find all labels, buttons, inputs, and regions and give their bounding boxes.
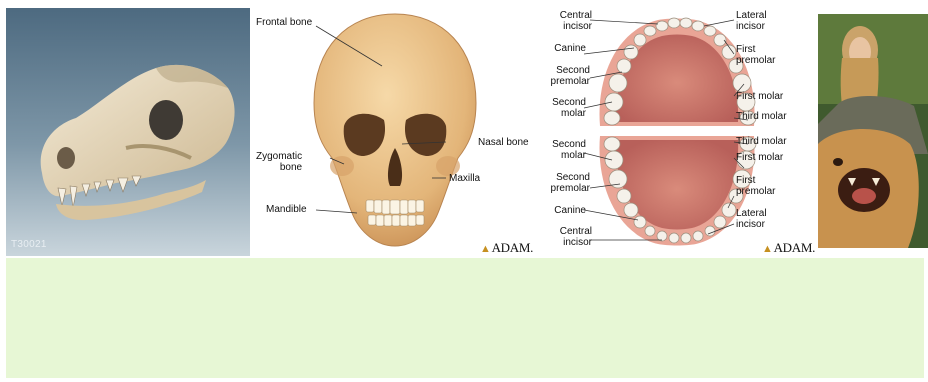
label-upper-central-line2: incisor xyxy=(546,21,592,32)
label-zygomatic: Zygomatic bone xyxy=(256,151,302,173)
label-lower-lateral-line2: incisor xyxy=(736,219,767,230)
label-lower-second-premolar-line2: premolar xyxy=(542,183,590,194)
label-upper-first-premolar-line1: First xyxy=(736,44,775,55)
adam-credit-teeth-text: ADAM. xyxy=(774,240,815,255)
adam-logo-icon: ▲ xyxy=(762,243,773,255)
bottom-background-area xyxy=(6,258,924,378)
woman-with-lion-photo xyxy=(818,14,928,248)
label-zygomatic-line2: bone xyxy=(256,162,302,173)
label-upper-third-molar: Third molar xyxy=(736,111,787,122)
label-upper-lateral-incisor: Lateral incisor xyxy=(736,10,767,32)
label-lower-central-incisor: Central incisor xyxy=(546,226,592,248)
label-upper-lateral-line1: Lateral xyxy=(736,10,767,21)
label-upper-second-premolar-line1: Second xyxy=(542,65,590,76)
label-mandible: Mandible xyxy=(266,204,307,215)
label-lower-second-premolar: Second premolar xyxy=(542,172,590,194)
label-lower-central-line2: incisor xyxy=(546,237,592,248)
label-upper-first-premolar: First premolar xyxy=(736,44,775,66)
human-skull-diagram: Frontal bone Nasal bone Zygomatic bone M… xyxy=(252,8,536,256)
label-lower-third-molar: Third molar xyxy=(736,136,787,147)
adam-credit-teeth: ▲ADAM. xyxy=(762,240,815,256)
label-upper-second-molar: Second molar xyxy=(542,97,586,119)
label-upper-second-premolar-line2: premolar xyxy=(542,76,590,87)
adam-logo-icon: ▲ xyxy=(480,243,491,255)
label-upper-second-molar-line1: Second xyxy=(542,97,586,108)
teeth-diagram: Central incisor Canine Second premolar S… xyxy=(538,8,818,256)
label-lower-second-molar: Second molar xyxy=(542,139,586,161)
label-upper-first-premolar-line2: premolar xyxy=(736,55,775,66)
label-lower-first-molar: First molar xyxy=(736,152,783,163)
label-maxilla: Maxilla xyxy=(449,173,480,184)
label-lower-second-premolar-line1: Second xyxy=(542,172,590,183)
label-lower-second-molar-line1: Second xyxy=(542,139,586,150)
label-lower-first-premolar: First premolar xyxy=(736,175,775,197)
label-lower-central-line1: Central xyxy=(546,226,592,237)
label-upper-first-molar: First molar xyxy=(736,91,783,102)
label-lower-lateral-incisor: Lateral incisor xyxy=(736,208,767,230)
label-lower-second-molar-line2: molar xyxy=(542,150,586,161)
label-upper-canine: Canine xyxy=(546,43,586,54)
label-nasal-bone: Nasal bone xyxy=(478,137,529,148)
label-lower-first-premolar-line1: First xyxy=(736,175,775,186)
specimen-id: T30021 xyxy=(11,239,47,250)
label-lower-first-premolar-line2: premolar xyxy=(736,186,775,197)
adam-credit-text: ADAM. xyxy=(492,240,533,255)
label-upper-second-molar-line2: molar xyxy=(542,108,586,119)
label-upper-central-incisor: Central incisor xyxy=(546,10,592,32)
label-upper-second-premolar: Second premolar xyxy=(542,65,590,87)
label-lower-canine: Canine xyxy=(546,205,586,216)
label-upper-central-line1: Central xyxy=(546,10,592,21)
label-lower-lateral-line1: Lateral xyxy=(736,208,767,219)
label-frontal-bone: Frontal bone xyxy=(256,17,312,28)
dog-skull-photo: T30021 xyxy=(6,8,250,256)
adam-credit: ▲ADAM. xyxy=(480,240,533,256)
label-zygomatic-line1: Zygomatic xyxy=(256,151,302,162)
label-upper-lateral-line2: incisor xyxy=(736,21,767,32)
